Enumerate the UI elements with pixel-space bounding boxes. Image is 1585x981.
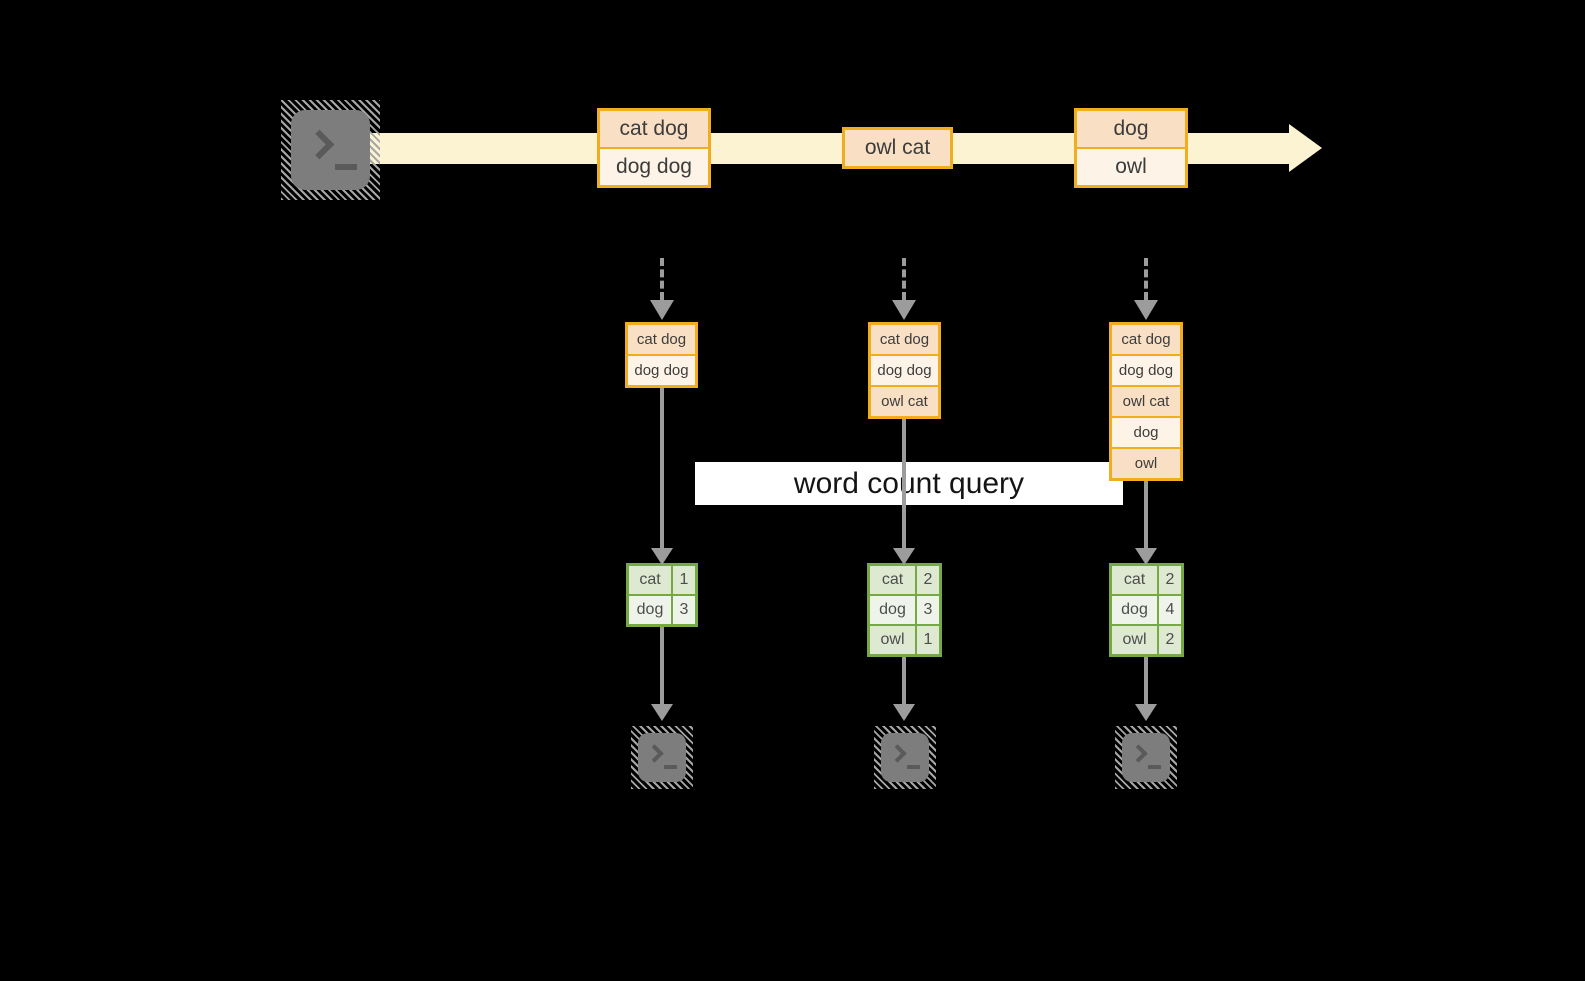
word-cell: owl	[1112, 626, 1157, 654]
input-state-stack-3: cat dog dog dog owl cat dog owl	[1109, 322, 1183, 481]
state-record: owl cat	[1112, 387, 1180, 416]
result-table-2: cat 2 dog 3 owl 1	[867, 563, 942, 657]
state-record: cat dog	[1112, 325, 1180, 354]
count-cell: 1	[917, 626, 939, 654]
word-cell: cat	[870, 566, 915, 594]
table-row: dog 4	[1112, 596, 1181, 624]
trigger-arrowhead-icon	[650, 300, 674, 320]
word-cell: dog	[629, 596, 671, 624]
result-table-1: cat 1 dog 3	[626, 563, 698, 627]
output-arrowhead-icon	[893, 704, 915, 721]
count-cell: 1	[673, 566, 695, 594]
stream-record: owl	[1077, 149, 1185, 185]
stream-record: cat dog	[600, 111, 708, 147]
query-arrow-line-1	[660, 388, 664, 548]
state-record: dog dog	[1112, 356, 1180, 385]
word-cell: dog	[1112, 596, 1157, 624]
terminal-screen	[1122, 733, 1170, 782]
result-table-3: cat 2 dog 4 owl 2	[1109, 563, 1184, 657]
source-terminal-icon	[281, 100, 380, 200]
prompt-chevron-icon	[1129, 744, 1148, 763]
prompt-chevron-icon	[888, 744, 907, 763]
prompt-chevron-icon	[645, 744, 664, 763]
query-arrowhead-icon	[1135, 548, 1157, 565]
table-row: dog 3	[870, 596, 939, 624]
prompt-underscore-icon	[664, 765, 677, 769]
trigger-arrow-line-3	[1144, 258, 1148, 300]
word-cell: cat	[629, 566, 671, 594]
query-arrowhead-icon	[893, 548, 915, 565]
output-arrow-line-1	[660, 627, 664, 704]
query-arrow-line-3	[1144, 481, 1148, 548]
prompt-chevron-icon	[304, 129, 335, 160]
query-arrow-line-2	[902, 419, 906, 548]
stream-timeline-arrowhead-icon	[1289, 124, 1322, 172]
terminal-screen	[291, 110, 370, 190]
state-record: cat dog	[628, 325, 695, 354]
stream-record: owl cat	[845, 130, 950, 166]
trigger-arrowhead-icon	[892, 300, 916, 320]
table-row: owl 1	[870, 626, 939, 654]
sink-terminal-icon-2	[874, 726, 936, 789]
table-row: owl 2	[1112, 626, 1181, 654]
output-arrow-line-2	[902, 657, 906, 704]
state-record: dog dog	[871, 356, 938, 385]
count-cell: 3	[917, 596, 939, 624]
stream-batch-1: cat dog dog dog	[597, 108, 711, 188]
stream-record: dog dog	[600, 149, 708, 185]
output-arrowhead-icon	[651, 704, 673, 721]
terminal-screen	[881, 733, 929, 782]
state-record: dog	[1112, 418, 1180, 447]
table-row: dog 3	[629, 596, 695, 624]
query-label: word count query	[695, 462, 1123, 505]
trigger-arrow-line-1	[660, 258, 664, 300]
word-cell: dog	[870, 596, 915, 624]
state-record: owl	[1112, 449, 1180, 478]
prompt-underscore-icon	[335, 164, 357, 170]
prompt-underscore-icon	[1148, 765, 1161, 769]
terminal-screen	[638, 733, 686, 782]
output-arrowhead-icon	[1135, 704, 1157, 721]
sink-terminal-icon-1	[631, 726, 693, 789]
input-state-stack-2: cat dog dog dog owl cat	[868, 322, 941, 419]
count-cell: 2	[1159, 566, 1181, 594]
prompt-underscore-icon	[907, 765, 920, 769]
stream-record: dog	[1077, 111, 1185, 147]
word-cell: owl	[870, 626, 915, 654]
table-row: cat 2	[1112, 566, 1181, 594]
table-row: cat 1	[629, 566, 695, 594]
trigger-arrowhead-icon	[1134, 300, 1158, 320]
state-record: owl cat	[871, 387, 938, 416]
stream-batch-3: dog owl	[1074, 108, 1188, 188]
input-state-stack-1: cat dog dog dog	[625, 322, 698, 388]
count-cell: 4	[1159, 596, 1181, 624]
state-record: cat dog	[871, 325, 938, 354]
table-row: cat 2	[870, 566, 939, 594]
count-cell: 2	[1159, 626, 1181, 654]
word-cell: cat	[1112, 566, 1157, 594]
count-cell: 3	[673, 596, 695, 624]
count-cell: 2	[917, 566, 939, 594]
sink-terminal-icon-3	[1115, 726, 1177, 789]
state-record: dog dog	[628, 356, 695, 385]
trigger-arrow-line-2	[902, 258, 906, 300]
query-arrowhead-icon	[651, 548, 673, 565]
output-arrow-line-3	[1144, 657, 1148, 704]
stream-batch-2: owl cat	[842, 127, 953, 169]
